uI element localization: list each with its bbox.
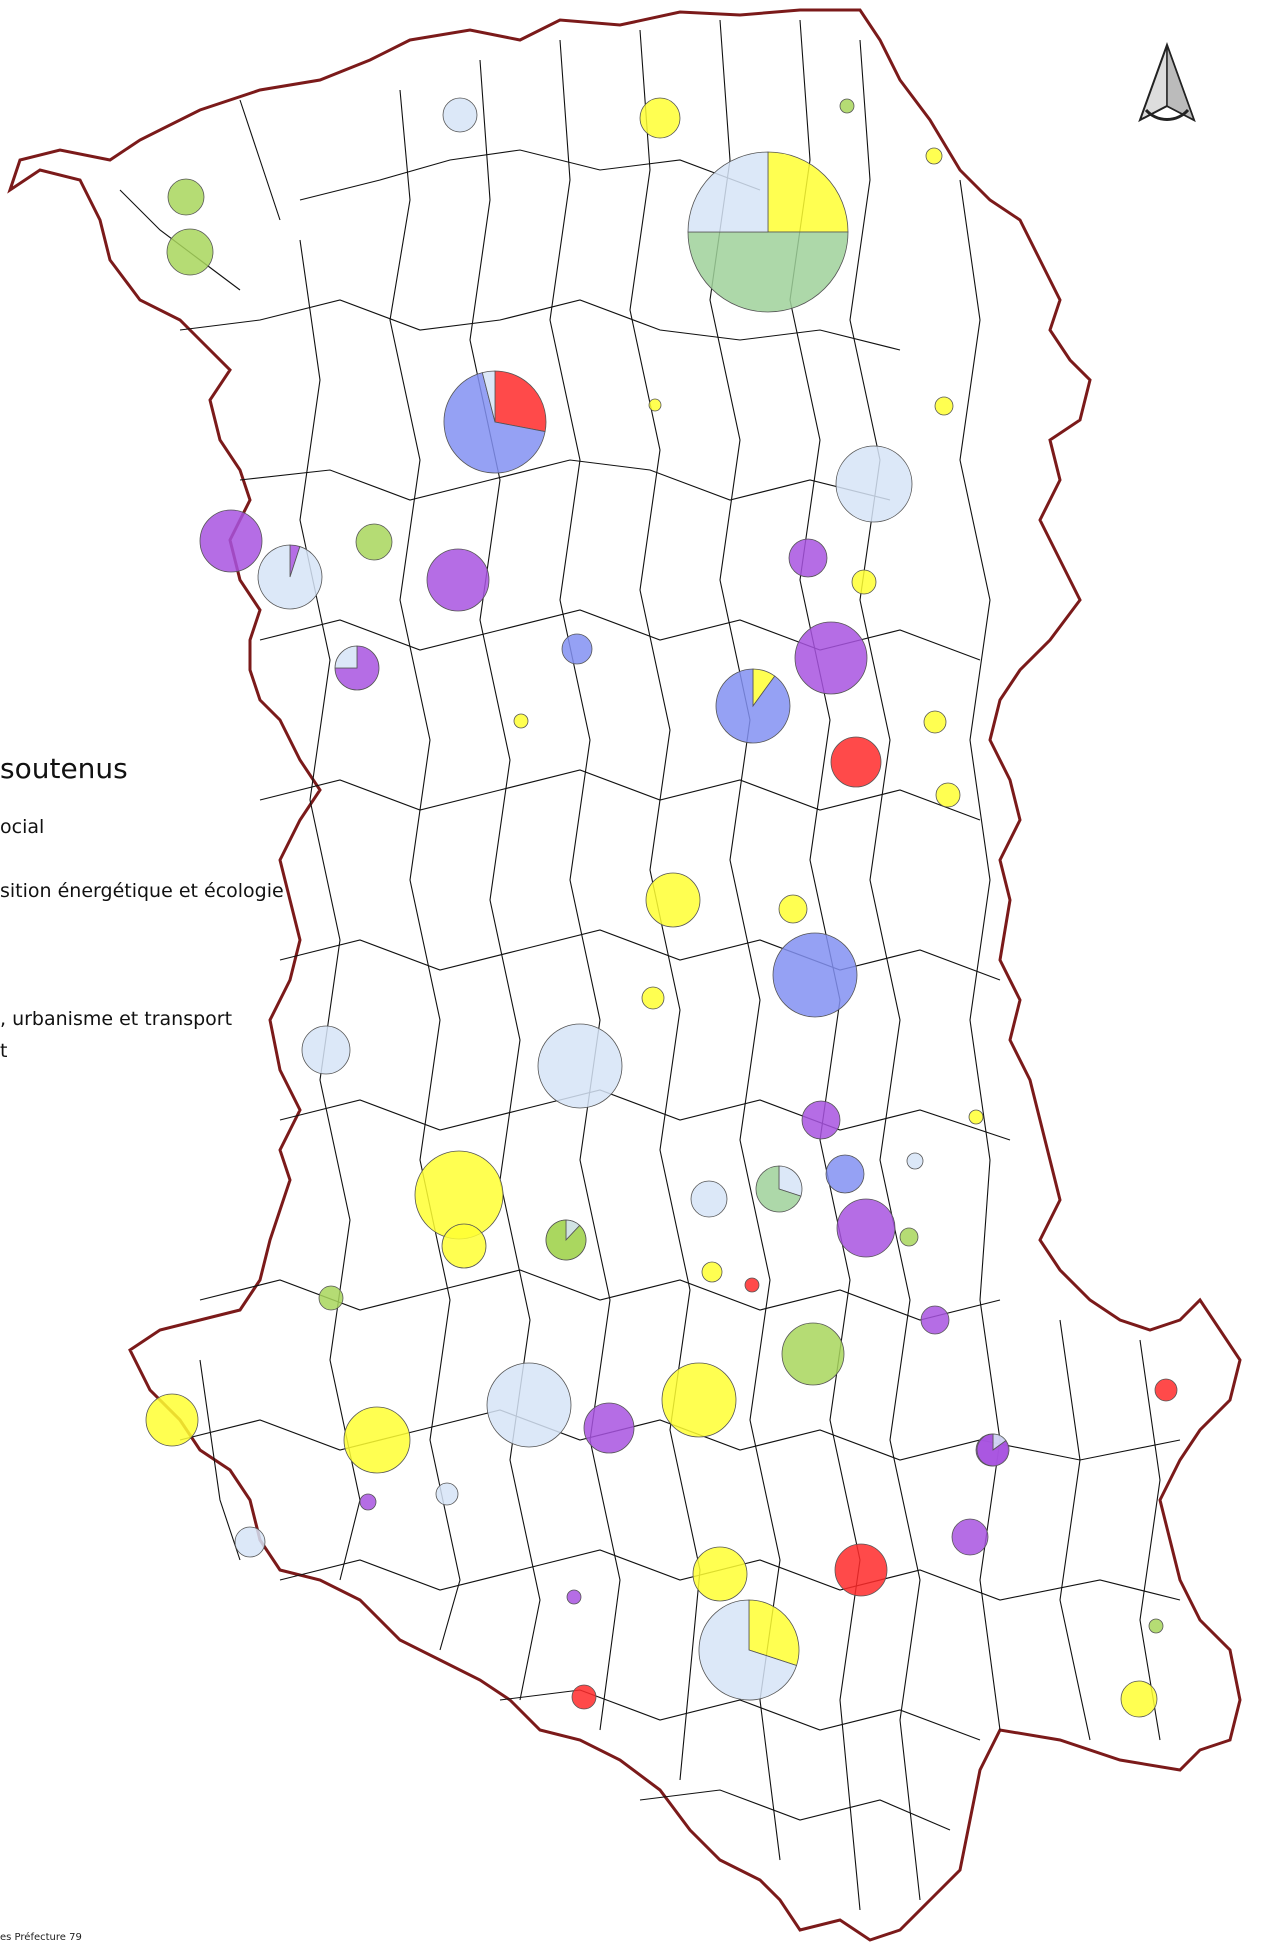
pie-slice — [767, 151, 849, 233]
legend-item-urbanisme: , urbanisme et transport — [0, 1008, 233, 1030]
symbol-circle — [934, 396, 954, 416]
north-arrow-icon — [1138, 42, 1196, 123]
symbol-circle — [571, 1684, 597, 1710]
symbol-circle — [788, 538, 828, 578]
symbol-circle — [355, 523, 393, 561]
symbol-circle — [426, 548, 490, 612]
symbol-circle — [1154, 1378, 1178, 1402]
pie-chart-lime — [545, 1219, 587, 1261]
proportional-symbols — [145, 97, 1178, 1718]
pie-chart-blue — [715, 668, 791, 744]
symbol-circle — [166, 228, 214, 276]
source-note: es Préfecture 79 — [0, 1932, 82, 1943]
symbol-circle — [701, 1261, 723, 1283]
symbol-circle — [825, 1154, 865, 1194]
pie-slice — [257, 544, 323, 610]
symbol-circle — [830, 736, 882, 788]
pie-slice — [334, 645, 358, 669]
symbol-circle — [318, 1285, 344, 1311]
symbol-circle — [486, 1362, 572, 1448]
pie-slice — [715, 668, 791, 744]
legend-item-other: t — [0, 1040, 8, 1062]
pie-chart-bottom — [698, 1599, 800, 1701]
pie-slice — [481, 370, 496, 423]
pie-slice — [755, 1165, 802, 1213]
symbol-circle — [834, 1543, 888, 1597]
symbol-circle — [839, 98, 855, 114]
pie-chart-purple — [334, 645, 380, 691]
pie-slice — [976, 1433, 1010, 1467]
symbol-circle — [435, 1482, 459, 1506]
symbol-circle — [801, 1100, 841, 1140]
pie-slice — [748, 1599, 800, 1666]
symbol-circle — [442, 97, 478, 133]
symbol-circle — [692, 1546, 748, 1602]
symbol-circle — [199, 509, 263, 573]
symbol-circle — [935, 782, 961, 808]
pie-slice — [443, 372, 546, 474]
pie-chart-green — [755, 1165, 803, 1213]
symbol-circle — [441, 1223, 487, 1269]
symbol-circle — [343, 1406, 411, 1474]
department-boundary — [7, 8, 1242, 1942]
symbol-circle — [234, 1526, 266, 1558]
symbol-circle — [690, 1180, 728, 1218]
symbol-circle — [661, 1362, 737, 1438]
symbol-circle — [639, 97, 681, 139]
symbol-circle — [513, 713, 529, 729]
legend-item-social: ocial — [0, 816, 45, 838]
symbol-circle — [920, 1305, 950, 1335]
pie-chart-large — [687, 151, 849, 313]
legend-title: soutenus — [0, 752, 128, 785]
symbol-circle — [778, 894, 808, 924]
pie-chart-red-blue — [443, 370, 547, 474]
symbol-circle — [951, 1518, 989, 1556]
pie-slice — [494, 370, 547, 433]
symbol-circle — [794, 621, 868, 695]
symbol-circle — [645, 872, 701, 928]
symbol-circle — [301, 1025, 351, 1075]
pie-slice — [687, 151, 769, 233]
symbol-circle — [906, 1152, 924, 1170]
symbol-circle — [781, 1322, 845, 1386]
symbol-circle — [772, 932, 858, 1018]
symbol-circle — [744, 1277, 760, 1293]
symbol-circle — [583, 1402, 635, 1454]
symbol-circle — [925, 147, 943, 165]
pie-slice — [778, 1165, 803, 1197]
legend-item-transition: sition énergétique et écologie — [0, 880, 284, 902]
symbol-circle — [537, 1023, 623, 1109]
symbol-circle — [359, 1493, 377, 1511]
pie-slice — [545, 1219, 587, 1261]
pie-chart-light-blue — [257, 544, 323, 610]
symbol-circle — [566, 1589, 582, 1605]
symbol-circle — [167, 178, 205, 216]
symbol-circle — [1148, 1618, 1164, 1634]
symbol-circle — [1120, 1680, 1158, 1718]
symbol-circle — [899, 1227, 919, 1247]
symbol-circle — [648, 398, 662, 412]
symbol-circle — [836, 1198, 896, 1258]
symbol-circle — [145, 1393, 199, 1447]
symbol-circle — [923, 710, 947, 734]
pie-slice — [687, 231, 849, 313]
symbol-circle — [641, 986, 665, 1010]
symbol-circle — [968, 1109, 984, 1125]
pie-slice — [698, 1599, 798, 1701]
symbol-circle — [851, 569, 877, 595]
symbol-circle — [835, 445, 913, 523]
symbol-circle — [561, 633, 593, 665]
pie-chart-purple-small — [976, 1433, 1010, 1467]
